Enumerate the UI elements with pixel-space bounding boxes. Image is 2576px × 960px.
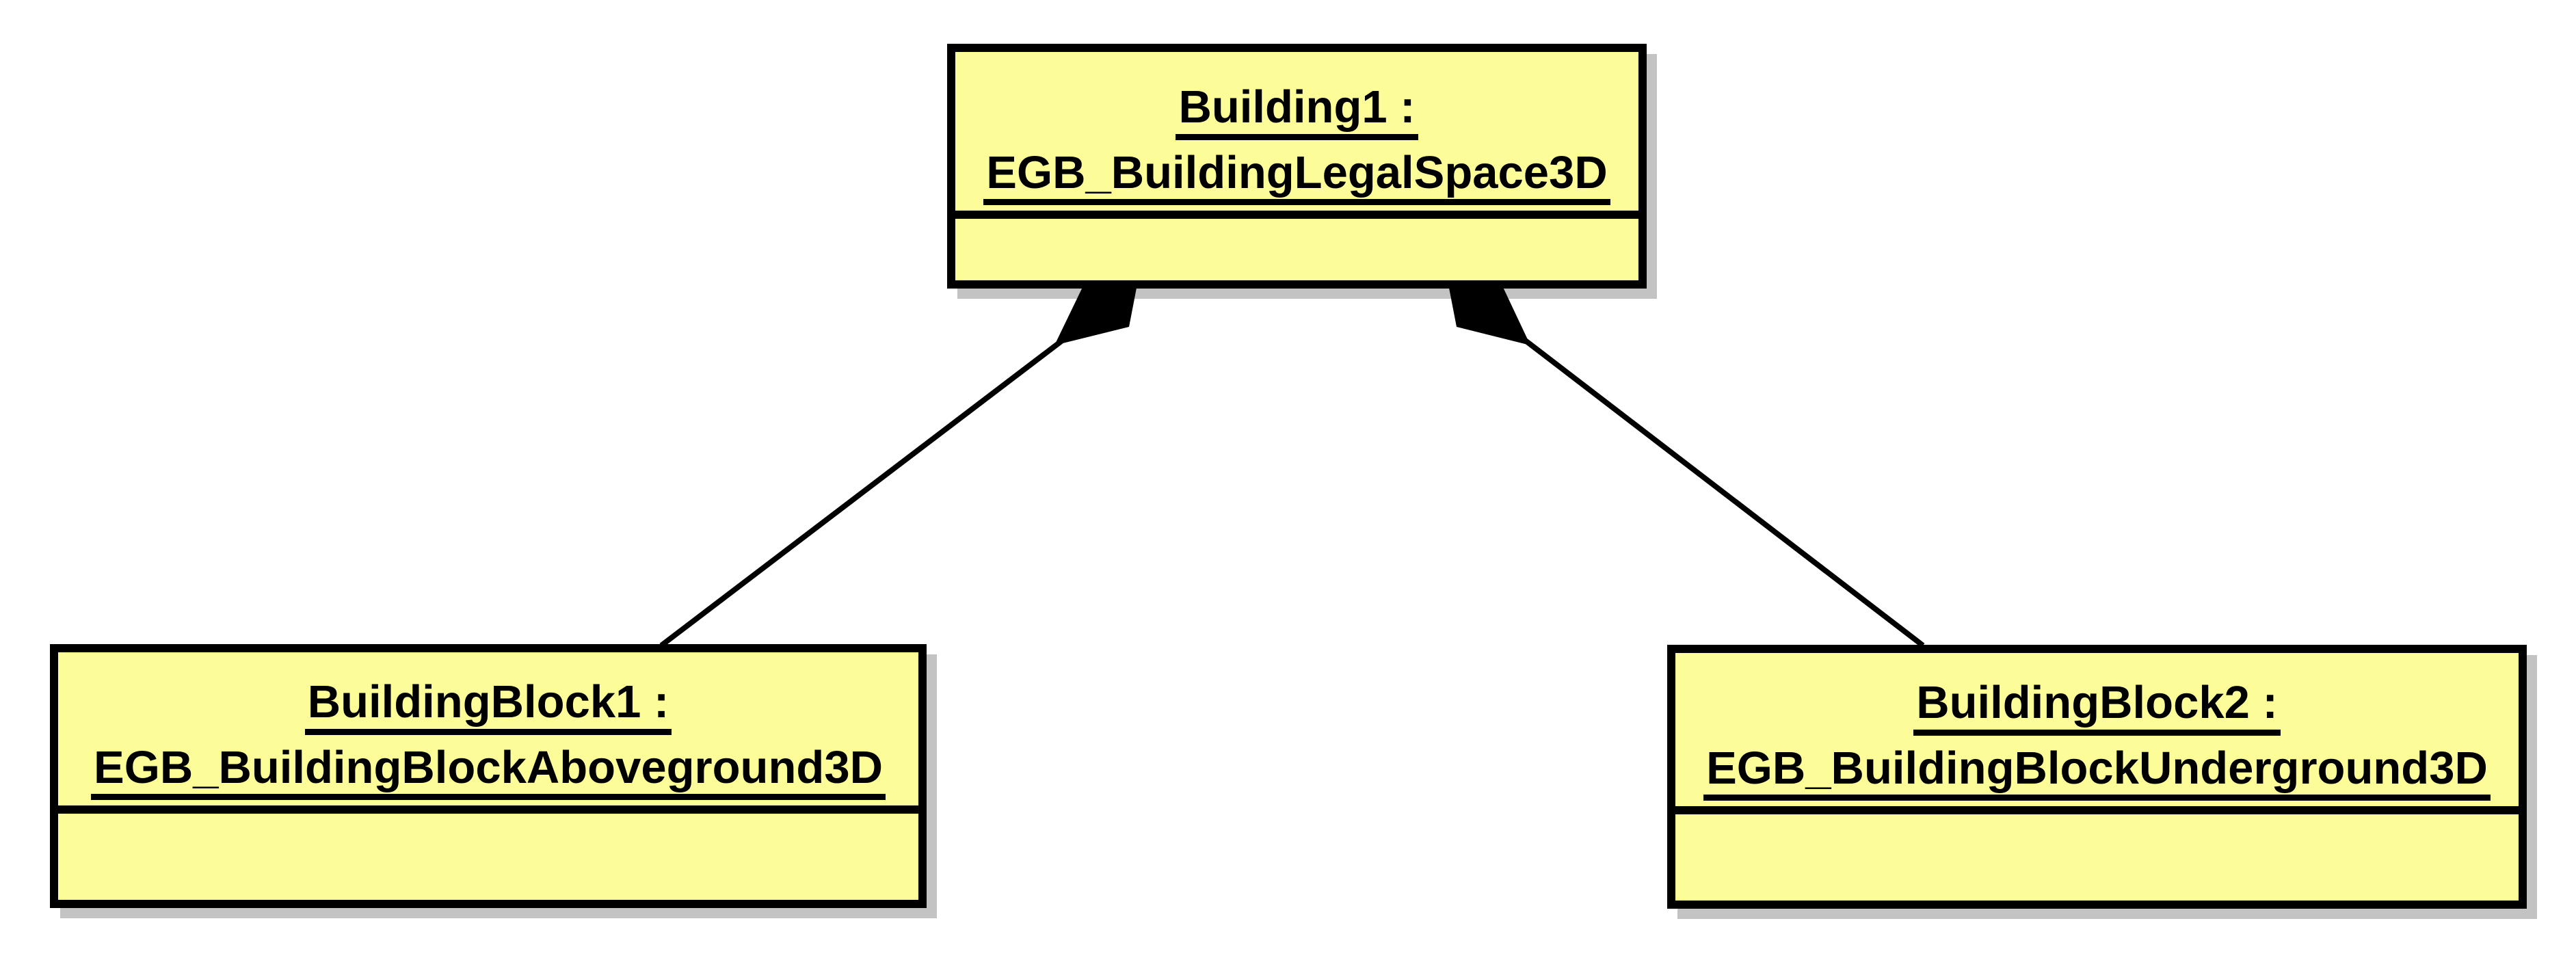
attributes-compartment-empty [58, 814, 918, 900]
composition-diamond-icon [1448, 284, 1530, 345]
object-classifier: EGB_BuildingBlockUnderground3D [1703, 743, 2491, 801]
object-name: BuildingBlock2 : [1913, 678, 2281, 736]
edge-line [1522, 336, 1925, 648]
attributes-compartment-empty [1675, 814, 2519, 901]
object-classifier: EGB_BuildingBlockAboveground3D [91, 743, 886, 800]
object-name: Building1 : [1176, 82, 1418, 140]
composition-edge-building1-buildingblock1 [659, 284, 1137, 648]
object-classifier: EGB_BuildingLegalSpace3D [983, 148, 1610, 205]
object-node-buildingblock2: BuildingBlock2 : EGB_BuildingBlockUnderg… [1667, 645, 2527, 909]
attributes-compartment-empty [955, 219, 1638, 280]
name-compartment: BuildingBlock2 : EGB_BuildingBlockUnderg… [1675, 653, 2519, 814]
composition-edge-building1-buildingblock2 [1448, 284, 1925, 648]
object-name: BuildingBlock1 : [304, 677, 672, 735]
composition-diamond-icon [1054, 284, 1137, 345]
name-compartment: Building1 : EGB_BuildingLegalSpace3D [955, 52, 1638, 219]
name-compartment: BuildingBlock1 : EGB_BuildingBlockAboveg… [58, 652, 918, 814]
edge-line [659, 336, 1066, 648]
object-node-building1: Building1 : EGB_BuildingLegalSpace3D [947, 44, 1647, 289]
object-node-buildingblock1: BuildingBlock1 : EGB_BuildingBlockAboveg… [50, 644, 927, 908]
